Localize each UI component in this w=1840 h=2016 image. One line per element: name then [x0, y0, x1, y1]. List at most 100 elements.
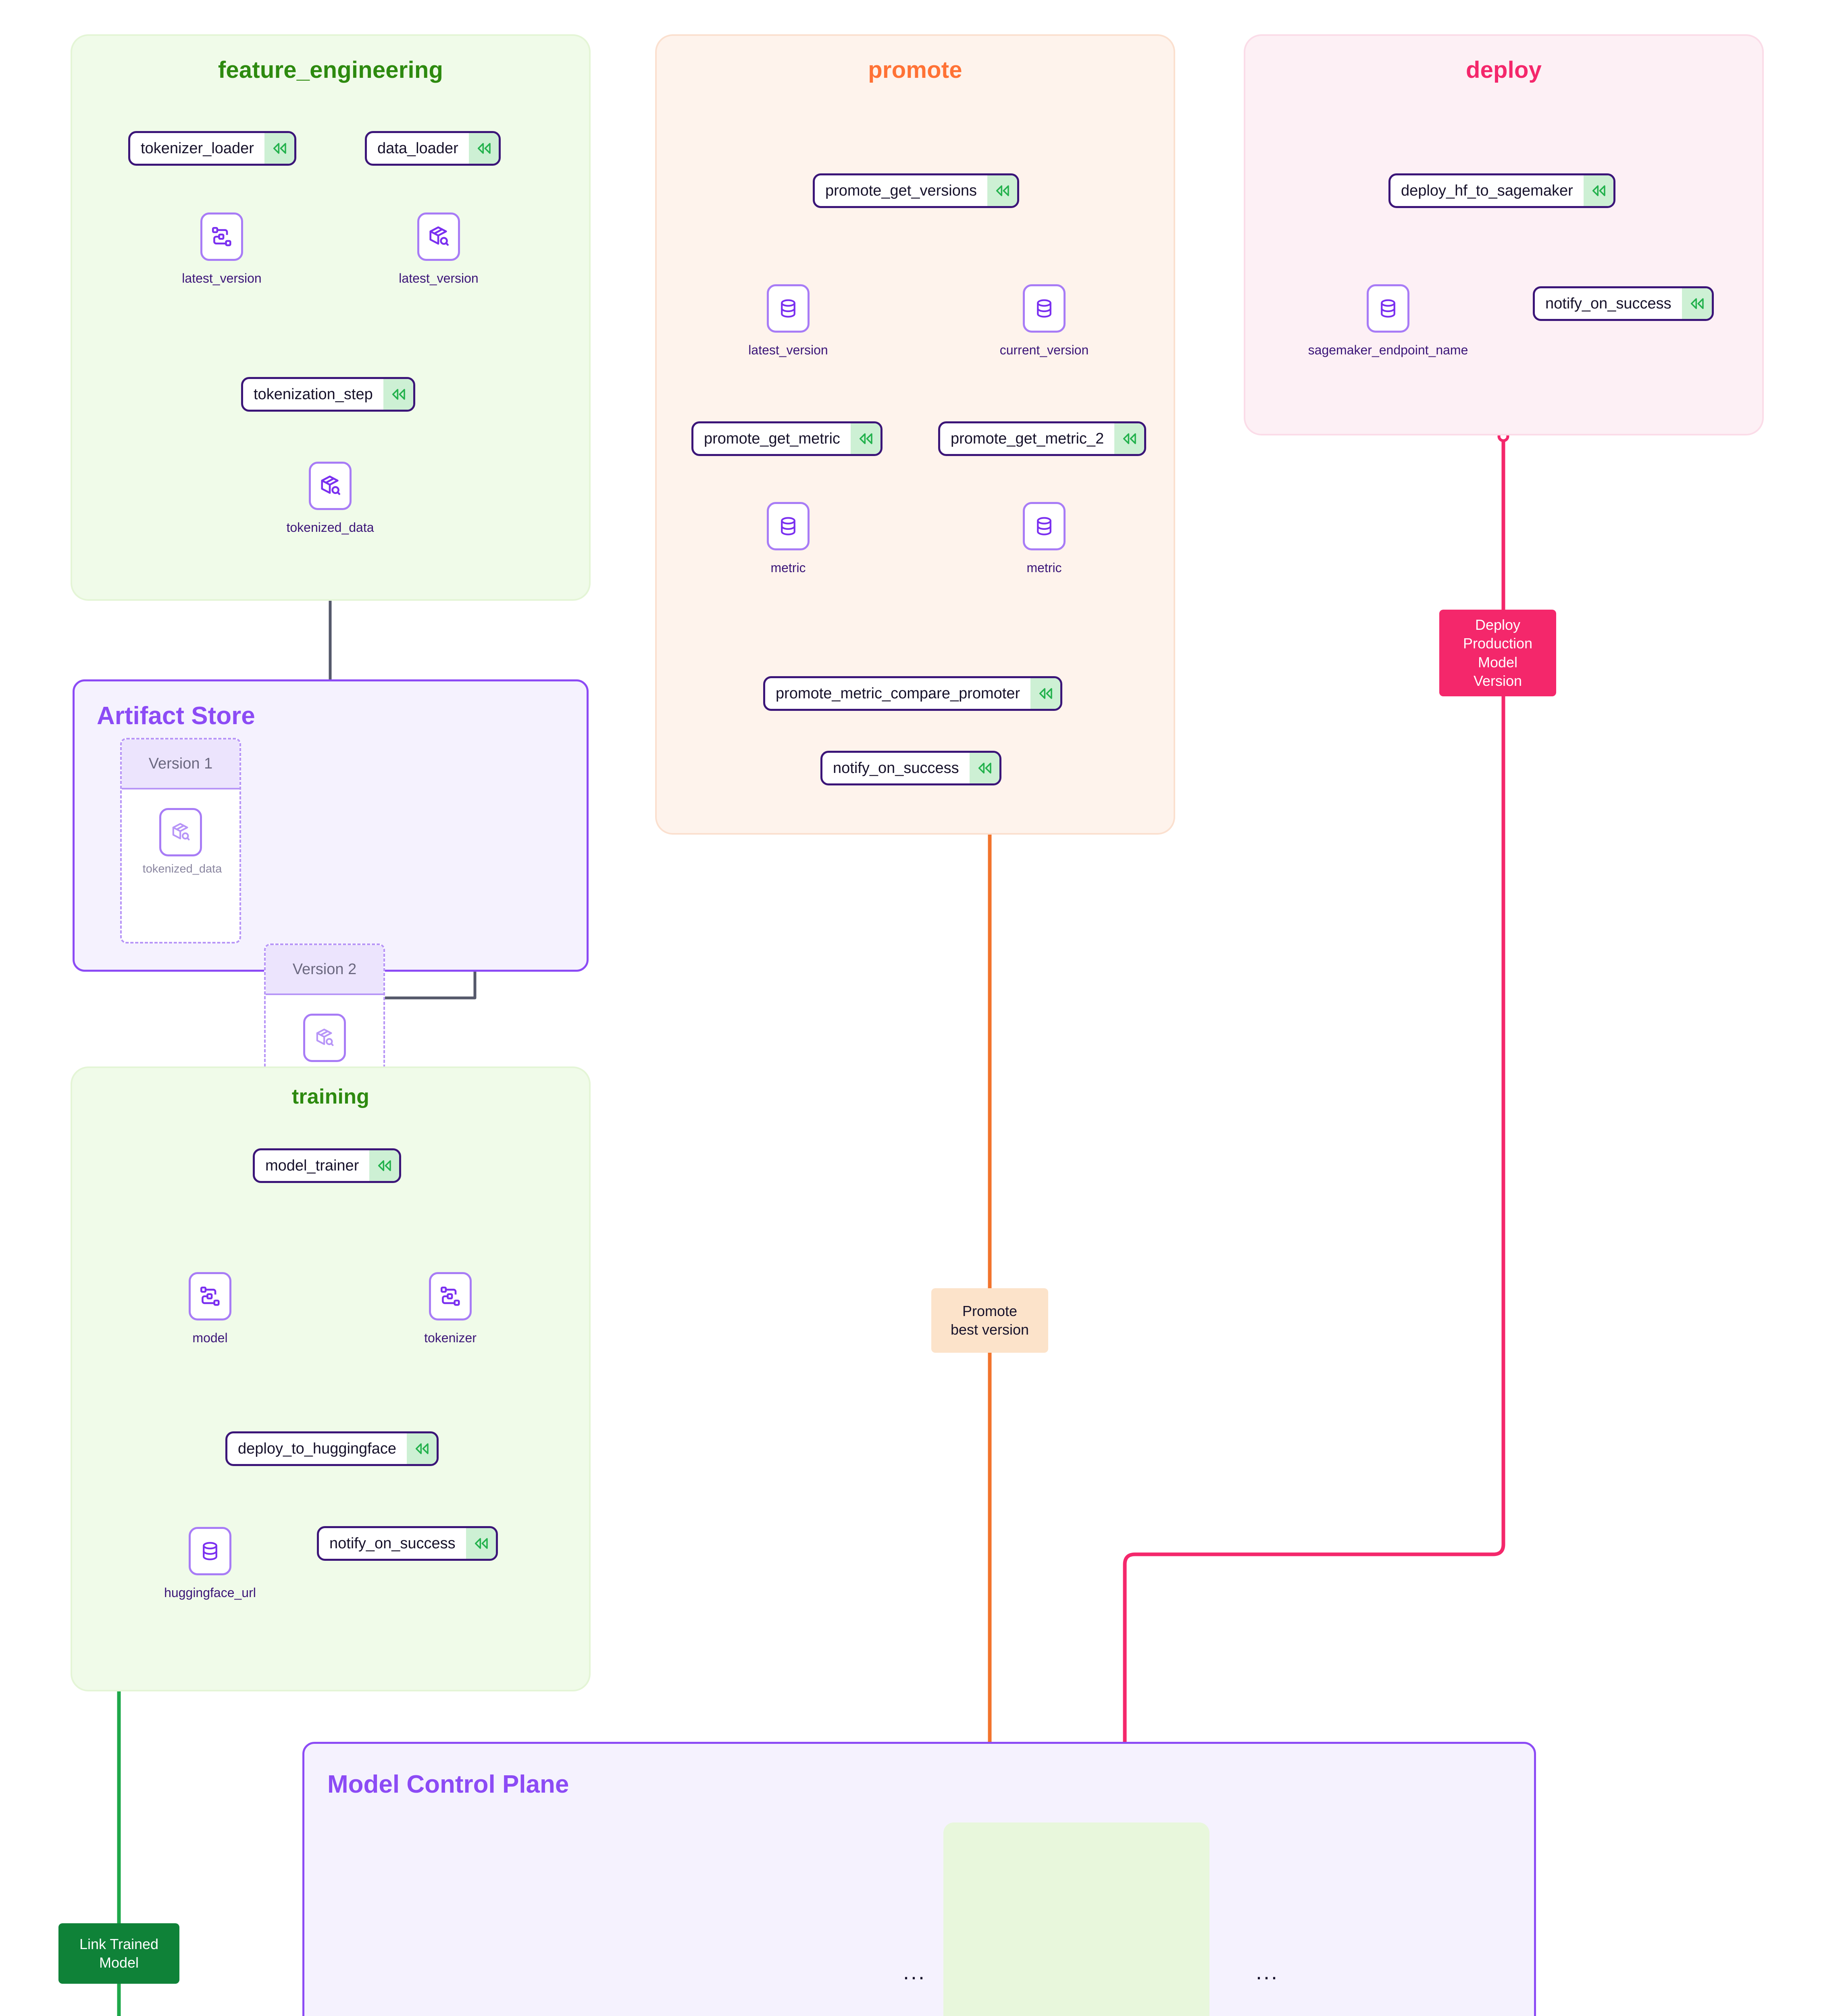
artifact-label: tokenized_data — [142, 862, 222, 875]
artifact-metric-2[interactable] — [1023, 502, 1066, 550]
step-label: deploy_to_huggingface — [238, 1440, 397, 1457]
step-promote-get-metric-2[interactable]: promote_get_metric_2 — [938, 421, 1147, 456]
version-header: Version 2 — [266, 945, 383, 995]
artifact-sagemaker-endpoint-name[interactable] — [1367, 284, 1409, 333]
rewind-icon — [1583, 175, 1613, 206]
connector-line-3: Model — [1478, 654, 1518, 671]
connector-line-4: Version — [1473, 672, 1522, 689]
step-model-trainer[interactable]: model_trainer — [253, 1148, 402, 1183]
database-icon — [1381, 299, 1395, 318]
artifact-tokenizer[interactable] — [429, 1272, 472, 1320]
model-graph-icon — [212, 227, 231, 246]
step-tokenizer-loader[interactable]: tokenizer_loader — [128, 131, 296, 166]
connector-label-link-trained-model: Link Trained Model — [58, 1923, 179, 1984]
step-promote-get-versions[interactable]: promote_get_versions — [813, 173, 1019, 208]
step-promote-get-metric[interactable]: promote_get_metric — [691, 421, 883, 456]
rewind-icon — [466, 1528, 496, 1559]
artifact-metric-1[interactable] — [767, 502, 810, 550]
model-graph-icon — [200, 1286, 220, 1306]
artifact-label: tokenized_data — [286, 520, 374, 535]
step-label: promote_get_metric — [704, 430, 840, 447]
artifact-label: current_version — [999, 343, 1089, 357]
database-icon — [1037, 299, 1051, 318]
artifact-label: latest_version — [182, 271, 262, 285]
version-title: Version 2 — [292, 960, 357, 978]
version-header: Version 1 — [122, 739, 239, 789]
step-deploy-hf-to-sagemaker[interactable]: deploy_hf_to_sagemaker — [1388, 173, 1615, 208]
artifact-promote-latest-version[interactable] — [767, 284, 810, 333]
step-data-loader[interactable]: data_loader — [365, 131, 501, 166]
artifact-label: metric — [770, 560, 806, 575]
artifact-label: huggingface_url — [164, 1585, 256, 1600]
database-icon — [781, 299, 795, 318]
connector-line-1: Deploy — [1475, 616, 1521, 633]
step-label: notify_on_success — [329, 1535, 456, 1552]
rewind-icon — [369, 1150, 400, 1181]
artifact-store-version-1[interactable]: Version 1 tokenized_data — [120, 738, 241, 943]
rewind-icon — [850, 423, 880, 454]
step-label: promote_get_metric_2 — [951, 430, 1104, 447]
pipeline-title-promote: promote — [868, 57, 962, 83]
artifact-store-title: Artifact Store — [97, 702, 255, 730]
package-search-icon — [429, 226, 449, 246]
artifact-label: model — [192, 1331, 228, 1345]
step-label: notify_on_success — [833, 759, 959, 777]
rewind-icon — [1682, 288, 1712, 319]
artifact-label: latest_version — [399, 271, 479, 285]
step-notify-on-success-deploy[interactable]: notify_on_success — [1533, 286, 1714, 321]
connector-line-1: Link Trained — [79, 1935, 159, 1952]
artifact-promote-current-version[interactable] — [1023, 284, 1066, 333]
step-notify-on-success-promote[interactable]: notify_on_success — [820, 751, 1001, 785]
package-search-icon — [172, 823, 190, 841]
connector-line-2: best version — [950, 1321, 1029, 1338]
connector-label-deploy-production-model-version: Deploy Production Model Version — [1439, 610, 1556, 696]
pipeline-title-deploy: deploy — [1465, 57, 1542, 83]
pipeline-title-feature-engineering: feature_engineering — [218, 57, 443, 83]
model-graph-icon — [440, 1286, 460, 1306]
mcp-ellipsis-right: ... — [1256, 1960, 1279, 1984]
rewind-icon — [383, 379, 413, 410]
step-tokenization-step[interactable]: tokenization_step — [241, 377, 415, 412]
connector-label-promote-best-version: Promote best version — [931, 1288, 1048, 1353]
pipeline-panel-feature-engineering[interactable] — [71, 34, 591, 601]
artifact-latest-version-model[interactable] — [200, 212, 243, 261]
database-icon — [781, 517, 795, 535]
step-promote-metric-compare-promoter[interactable]: promote_metric_compare_promoter — [763, 676, 1063, 711]
package-search-icon — [321, 475, 341, 495]
rewind-icon — [468, 133, 499, 164]
model-control-plane-panel[interactable] — [302, 1742, 1536, 2016]
rewind-icon — [987, 175, 1017, 206]
step-label: notify_on_success — [1545, 295, 1671, 312]
step-label: model_trainer — [265, 1157, 359, 1174]
pipeline-panel-deploy[interactable] — [1244, 34, 1764, 435]
step-notify-on-success-training[interactable]: notify_on_success — [317, 1526, 498, 1561]
artifact-tokenized-data[interactable] — [309, 462, 352, 510]
step-label: deploy_hf_to_sagemaker — [1401, 182, 1573, 199]
mcp-ellipsis-left: ... — [903, 1960, 926, 1984]
artifact-label: metric — [1026, 560, 1062, 575]
step-label: tokenizer_loader — [141, 140, 254, 157]
step-deploy-to-huggingface[interactable]: deploy_to_huggingface — [225, 1431, 439, 1466]
database-icon — [1037, 517, 1051, 535]
artifact-icon-box[interactable] — [159, 808, 202, 856]
step-label: data_loader — [377, 140, 458, 157]
artifact-latest-version-data[interactable] — [417, 212, 460, 261]
rewind-icon — [407, 1433, 437, 1464]
artifact-label: tokenizer — [424, 1331, 477, 1345]
artifact-model[interactable] — [189, 1272, 231, 1320]
version-title: Version 1 — [148, 755, 213, 772]
rewind-icon — [969, 753, 999, 783]
artifact-icon-box[interactable] — [303, 1014, 346, 1062]
step-label: tokenization_step — [254, 385, 373, 403]
connector-line-1: Promote — [962, 1302, 1018, 1319]
step-label: promote_metric_compare_promoter — [776, 685, 1020, 702]
artifact-huggingface-url[interactable] — [189, 1527, 231, 1575]
database-icon — [203, 1542, 217, 1560]
step-label: promote_get_versions — [825, 182, 977, 199]
package-search-icon — [316, 1029, 334, 1046]
artifact-label: sagemaker_endpoint_name — [1308, 343, 1468, 357]
pipeline-title-training: training — [291, 1085, 370, 1108]
artifact-label: latest_version — [748, 343, 828, 357]
rewind-icon — [1114, 423, 1145, 454]
